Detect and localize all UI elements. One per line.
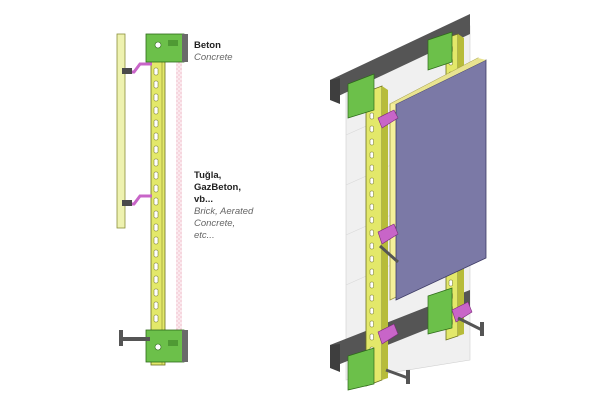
rail-slot [369, 333, 374, 341]
rail-slot [153, 119, 159, 128]
wall-bracket-icon [347, 347, 375, 391]
rail-slot [153, 158, 159, 167]
rail-slot [369, 164, 374, 172]
rail-slot [369, 268, 374, 276]
wall-substrate [176, 62, 182, 330]
rail-slot [153, 314, 159, 323]
rail-slot [153, 145, 159, 154]
brick-label-title-2: GazBeton, [194, 182, 241, 193]
rail-slot [153, 184, 159, 193]
rail-slot [153, 171, 159, 180]
rail-slot [153, 210, 159, 219]
rail-slot [369, 190, 374, 198]
rail-slot [153, 223, 159, 232]
rail-slot [369, 203, 374, 211]
anchor-bolt-icon [119, 330, 150, 346]
rail-slot [153, 80, 159, 89]
panel-clip-icon [377, 323, 399, 345]
panel-clip-icon [377, 223, 399, 245]
rail-slot [369, 151, 374, 159]
rail-slot [153, 275, 159, 284]
rail-slot [153, 249, 159, 258]
rail-slot [369, 229, 374, 237]
panel-clip-icon [451, 301, 473, 323]
rail-slot [369, 320, 374, 328]
rail-slot [153, 301, 159, 310]
concrete-label-subtitle: Concrete [194, 52, 233, 63]
rail-slot [369, 242, 374, 250]
rail-slot [369, 307, 374, 315]
rail-slot [369, 255, 374, 263]
brick-label-subtitle-1: Brick, Aerated [194, 206, 254, 217]
panel-clip-icon [377, 109, 399, 129]
brick-label-title-3: vb... [194, 194, 214, 205]
rail-slot [153, 288, 159, 297]
rail-slot [369, 125, 374, 133]
wall-bracket-icon [347, 73, 375, 119]
concrete-label: Beton Concrete [194, 40, 233, 64]
rail-slot [153, 197, 159, 206]
rail-slot [369, 216, 374, 224]
rail-slot [153, 93, 159, 102]
rail-slot [153, 132, 159, 141]
brick-label-title-1: Tuğla, [194, 170, 222, 181]
rail-slot [369, 112, 374, 120]
rail-slot [153, 67, 159, 76]
anchor-bolt-icon [379, 244, 399, 264]
anchor-bolt-icon [385, 368, 410, 384]
rail-slots [153, 67, 159, 323]
isometric-view [330, 14, 487, 391]
rail-slot [369, 177, 374, 185]
brick-label: Tuğla, GazBeton, vb... Brick, Aerated Co… [194, 170, 253, 242]
rail-slot [153, 106, 159, 115]
brick-label-subtitle-2: Concrete, [194, 218, 236, 229]
rail-slot [369, 281, 374, 289]
rail-slot [448, 279, 453, 287]
rail-slot [369, 294, 374, 302]
concrete-label-title: Beton [194, 40, 221, 51]
anchor-bolt-icon [457, 316, 484, 336]
wall-bracket-icon [427, 31, 453, 71]
cladding-panel-edge [116, 33, 126, 229]
section-view [116, 33, 188, 366]
cladding-panel [389, 57, 487, 301]
rail-slot [369, 138, 374, 146]
wall-bracket-icon [145, 33, 188, 63]
rail-slot [153, 236, 159, 245]
wall-bracket-icon [427, 287, 453, 335]
panel-clip-icon [122, 194, 152, 206]
brick-label-subtitle-3: etc... [194, 230, 215, 241]
panel-clip-icon [122, 62, 152, 74]
wall-bracket-icon [145, 329, 188, 363]
rail-slot [153, 262, 159, 271]
